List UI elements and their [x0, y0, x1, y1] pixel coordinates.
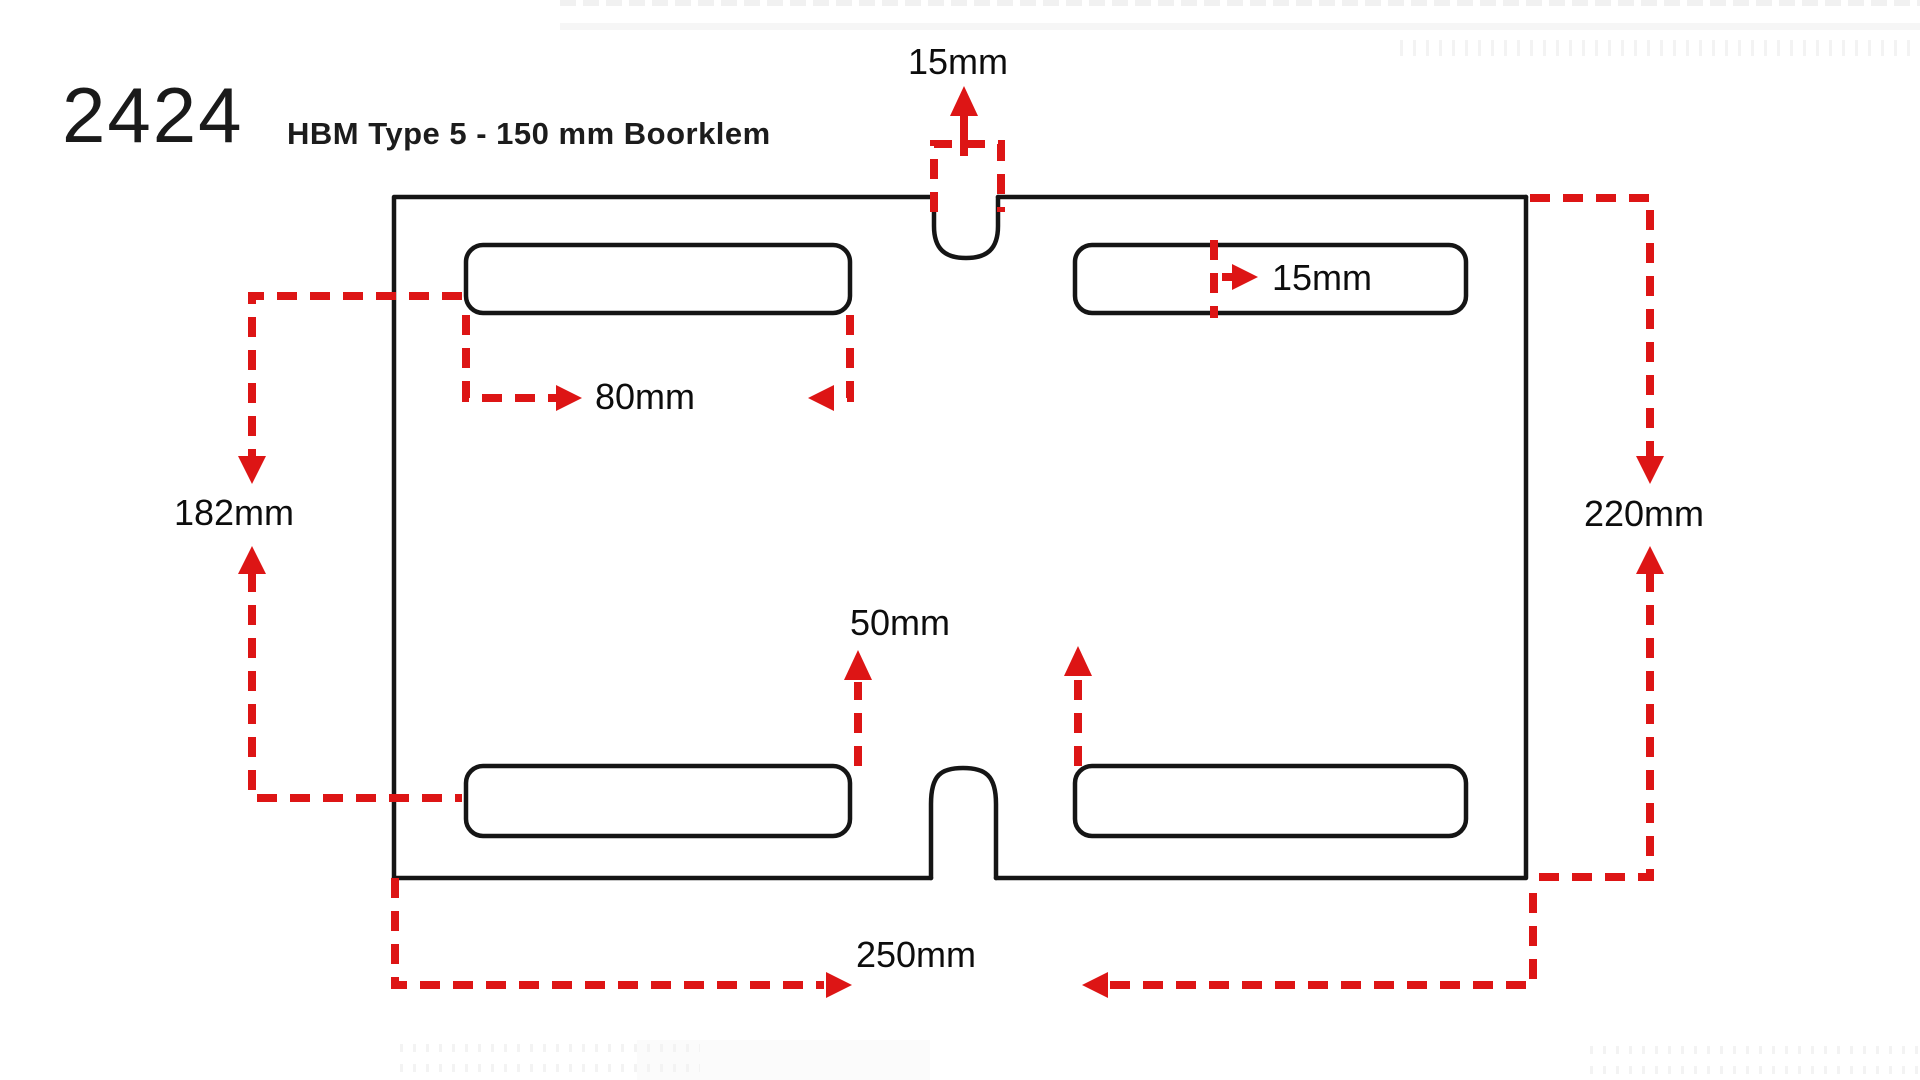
- arrow-up-50mm-left: [844, 650, 872, 680]
- arrow-right-250mm: [826, 972, 852, 998]
- bottom-right-ticks-1: [1590, 1046, 1920, 1054]
- dim-80mm-left-bracket: [462, 315, 556, 402]
- dim-182mm-lower: [248, 572, 462, 802]
- label-top-notch-width: 15mm: [907, 41, 1009, 82]
- top-notch: [931, 194, 1001, 261]
- dim-250mm-left: [391, 878, 824, 989]
- arrow-up-182mm: [238, 546, 266, 574]
- plate-right-bottom-edge: [993, 194, 1529, 881]
- top-edge-ticks: [1400, 40, 1920, 56]
- bottom-left-ticks-1: [400, 1044, 700, 1052]
- arrow-right-80mm: [556, 385, 582, 411]
- dim-220mm-lower: [1530, 572, 1654, 881]
- label-plate-width: 250mm: [855, 934, 977, 975]
- bottom-left-ticks-2: [400, 1064, 700, 1072]
- slot-top-right: [1072, 242, 1469, 316]
- arrow-up-50mm-right: [1064, 646, 1092, 676]
- label-outer-height: 220mm: [1583, 493, 1705, 534]
- slot-top-left: [463, 242, 853, 316]
- arrow-left-250mm: [1082, 972, 1108, 998]
- dim-250mm-right: [1110, 880, 1537, 989]
- label-slot-gap: 50mm: [849, 602, 951, 643]
- top-edge-dashes: [560, 0, 1920, 6]
- label-inner-height: 182mm: [173, 492, 295, 533]
- part-number: 2424: [62, 71, 244, 159]
- arrow-right-slot-height: [1232, 264, 1258, 290]
- arrow-down-182mm: [238, 456, 266, 484]
- dim-220mm-upper: [1530, 194, 1654, 458]
- dim-80mm-right-bracket: [828, 315, 854, 402]
- arrow-up-220mm: [1636, 546, 1664, 574]
- slot-bottom-left: [463, 763, 853, 839]
- page-title: HBM Type 5 - 150 mm Boorklem: [287, 116, 771, 151]
- dim-182mm-upper: [248, 292, 462, 458]
- arrow-up-top-notch: [950, 86, 978, 116]
- bottom-right-ticks-2: [1590, 1066, 1920, 1074]
- arrow-left-80mm: [808, 385, 834, 411]
- bottom-notch: [928, 765, 999, 881]
- label-slot-offset: 80mm: [594, 376, 696, 417]
- plate-outline-group: [391, 194, 1529, 881]
- arrowheads-group: [238, 86, 1664, 998]
- label-slot-height: 15mm: [1272, 257, 1373, 298]
- slot-bottom-right: [1072, 763, 1469, 839]
- dimension-lines-group: [248, 140, 1654, 989]
- top-edge-bar: [560, 23, 1920, 30]
- arrow-down-220mm: [1636, 456, 1664, 484]
- plate-left-top-edge: [391, 194, 937, 881]
